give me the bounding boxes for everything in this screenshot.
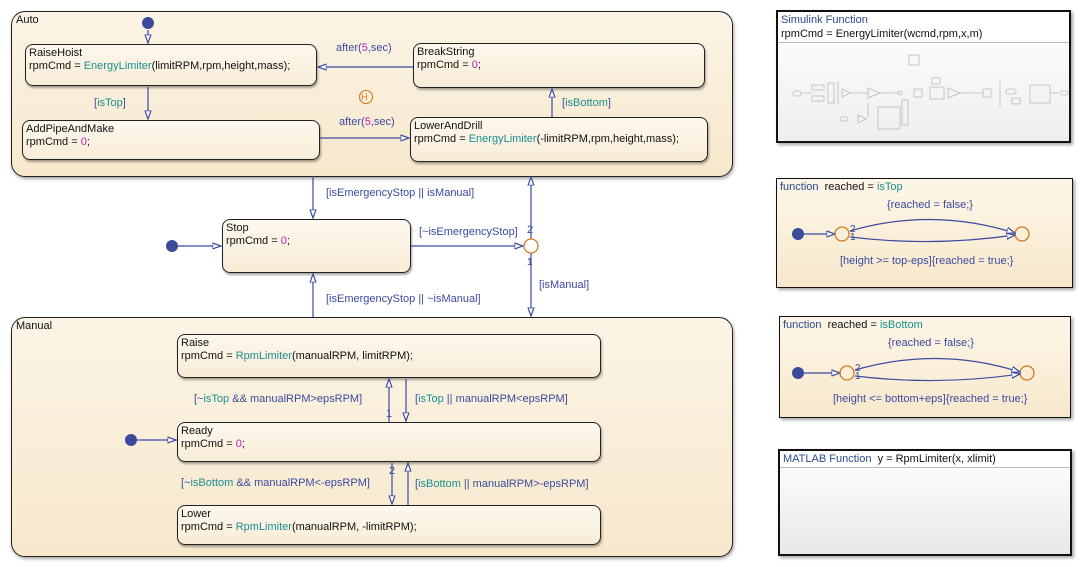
state-raise[interactable]: Raise rpmCmd = RpmLimiter(manualRPM, lim…: [177, 334, 601, 378]
action-text: rpmCmd =: [181, 438, 236, 450]
order-label-1: 1: [855, 371, 861, 382]
label-is-bottom[interactable]: [isBottom]: [562, 97, 611, 109]
action-args: (manualRPM, -limitRPM);: [291, 521, 417, 533]
order-label-2: 2: [855, 363, 861, 374]
label-ready-to-lower[interactable]: [~isBottom && manualRPM<-epsRPM]: [181, 477, 370, 489]
function-name: isTop: [876, 181, 903, 193]
state-lower-and-drill[interactable]: LowerAndDrill rpmCmd = EnergyLimiter(-li…: [410, 117, 708, 162]
label-junction-to-manual[interactable]: [isManual]: [539, 279, 590, 291]
junction-end: [1019, 365, 1035, 381]
auto-label: Auto: [16, 14, 39, 26]
action-number: 0: [471, 59, 478, 71]
function-keyword: function: [780, 181, 819, 193]
label-raise-to-ready[interactable]: [isTop || manualRPM<epsRPM]: [415, 393, 568, 405]
action-text: rpmCmd =: [417, 59, 472, 71]
action-text: rpmCmd =: [414, 133, 469, 145]
transition-label-upper[interactable]: {reached = false;}: [888, 337, 974, 349]
action-number: 0: [280, 235, 287, 247]
matlab-function-header: MATLAB Function y = RpmLimiter(x, xlimit…: [780, 451, 1070, 468]
action-end: ;: [286, 235, 290, 247]
label-manual-to-stop[interactable]: [isEmergencyStop || ~isManual]: [326, 293, 481, 305]
order-label-2: 2: [389, 465, 396, 477]
function-is-top-header: function reached = isTop: [777, 179, 1072, 195]
state-raise-hoist[interactable]: RaiseHoist rpmCmd = EnergyLimiter(limitR…: [25, 44, 317, 86]
state-ready[interactable]: Ready rpmCmd = 0;: [177, 422, 601, 462]
function-is-bottom[interactable]: function reached = isBottom {reached = f…: [779, 316, 1071, 418]
simulink-function-block[interactable]: Simulink Function rpmCmd = EnergyLimiter…: [776, 10, 1071, 143]
function-call: RpmLimiter: [235, 350, 292, 362]
junction-start: [834, 226, 850, 242]
action-args: (-limitRPM,rpm,height,mass);: [536, 133, 679, 145]
label-ready-to-raise[interactable]: [~isTop && manualRPM>epsRPM]: [194, 393, 363, 405]
state-name: Lower: [181, 508, 211, 520]
action-end: ;: [86, 136, 90, 148]
state-add-pipe-and-make[interactable]: AddPipeAndMake rpmCmd = 0;: [22, 120, 320, 160]
state-lower[interactable]: Lower rpmCmd = RpmLimiter(manualRPM, -li…: [177, 505, 601, 545]
function-call: EnergyLimiter: [468, 133, 537, 145]
action-args: (limitRPM,rpm,height,mass);: [151, 60, 291, 72]
state-name: LowerAndDrill: [414, 120, 483, 132]
action-text: rpmCmd =: [181, 350, 236, 362]
label-after-top[interactable]: after(5,sec): [336, 42, 392, 54]
action-text: rpmCmd =: [181, 521, 236, 533]
action-number: 0: [80, 136, 87, 148]
state-name: RaiseHoist: [29, 47, 83, 59]
label-is-top[interactable]: [isTop]: [94, 97, 126, 109]
state-name: Ready: [181, 425, 213, 437]
function-is-bottom-header: function reached = isBottom: [780, 317, 1070, 333]
transition-label-lower[interactable]: [height >= top-eps]{reached = true;}: [840, 255, 1014, 267]
label-stop-to-junction[interactable]: [~isEmergencyStop]: [419, 226, 518, 238]
function-output: reached =: [818, 181, 877, 193]
function-kind: Simulink Function: [781, 14, 868, 26]
state-name: Raise: [181, 337, 210, 349]
transition-label-upper[interactable]: {reached = false;}: [887, 199, 973, 211]
connective-junction: [523, 238, 539, 254]
simulink-function-header: Simulink Function rpmCmd = EnergyLimiter…: [778, 12, 1069, 43]
action-text: rpmCmd =: [29, 60, 84, 72]
is-bottom-flow: [792, 357, 1035, 382]
stop-default-dot: [166, 240, 178, 252]
function-keyword: function: [783, 319, 822, 331]
state-name: BreakString: [417, 46, 475, 58]
state-stop[interactable]: Stop rpmCmd = 0;: [222, 219, 411, 273]
function-call: RpmLimiter: [235, 521, 292, 533]
transition-label-lower[interactable]: [height <= bottom+eps]{reached = true;}: [833, 393, 1028, 405]
function-call: EnergyLimiter: [83, 60, 152, 72]
state-break-string[interactable]: BreakString rpmCmd = 0;: [413, 43, 705, 88]
order-label-1: 1: [527, 257, 533, 268]
history-junction-label: H: [361, 92, 368, 102]
order-label-1: 1: [850, 232, 856, 243]
state-name: AddPipeAndMake: [26, 123, 115, 135]
is-top-flow: [792, 218, 1030, 243]
action-end: ;: [241, 438, 245, 450]
simulink-model-thumbnail: [792, 54, 1069, 130]
junction-end: [1014, 226, 1030, 242]
order-label-2: 2: [850, 224, 856, 235]
action-text: rpmCmd =: [26, 136, 81, 148]
matlab-function-block[interactable]: MATLAB Function y = RpmLimiter(x, xlimit…: [778, 449, 1072, 556]
label-lower-to-ready[interactable]: [isBottom || manualRPM>-epsRPM]: [415, 478, 589, 490]
action-number: 0: [235, 438, 242, 450]
function-name: isBottom: [879, 319, 923, 331]
action-args: (manualRPM, limitRPM);: [291, 350, 413, 362]
label-after-bottom[interactable]: after(5,sec): [339, 116, 395, 128]
function-output: reached =: [821, 319, 880, 331]
function-kind: MATLAB Function: [783, 453, 872, 465]
function-signature: y = RpmLimiter(x, xlimit): [871, 453, 996, 465]
function-signature: rpmCmd = EnergyLimiter(wcmd,rpm,x,m): [781, 28, 983, 40]
function-is-top[interactable]: function reached = isTop {reached = fals…: [776, 178, 1073, 288]
state-name: Stop: [226, 222, 249, 234]
action-end: ;: [477, 59, 481, 71]
order-label-1: 1: [386, 408, 393, 420]
label-auto-to-stop[interactable]: [isEmergencyStop || isManual]: [326, 187, 475, 199]
junction-start: [839, 365, 855, 381]
action-text: rpmCmd =: [226, 235, 281, 247]
order-label-2: 2: [527, 224, 534, 236]
manual-label: Manual: [16, 320, 53, 332]
